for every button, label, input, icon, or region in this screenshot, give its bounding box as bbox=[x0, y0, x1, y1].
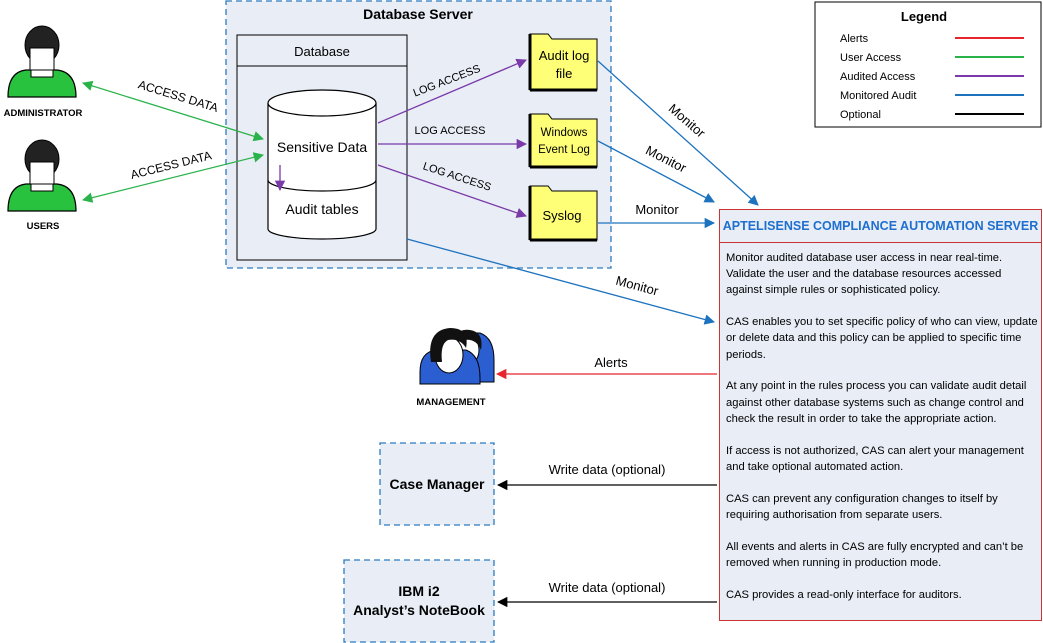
write-label-2: Write data (optional) bbox=[549, 580, 666, 595]
sensitive-data-label: Sensitive Data bbox=[277, 139, 367, 155]
cas-paragraph: CAS can prevent any configuration change… bbox=[726, 492, 998, 521]
cas-description: Monitor audited database user access in … bbox=[726, 250, 1038, 618]
legend-item-label: User Access bbox=[840, 52, 902, 64]
audit-tables-label: Audit tables bbox=[285, 201, 358, 217]
cas-paragraph: All events and alerts in CAS are fully e… bbox=[726, 540, 1024, 569]
users-access-arrow bbox=[81, 152, 265, 203]
database-title: Database bbox=[294, 44, 350, 59]
ibm-label-1: IBM i2 bbox=[398, 583, 439, 599]
windows-event-log-icon bbox=[528, 113, 598, 169]
legend-box bbox=[814, 1, 1042, 128]
ibm-label-2: Analyst’s NoteBook bbox=[353, 602, 485, 618]
syslog-icon bbox=[528, 185, 598, 242]
users-access-label: ACCESS DATA bbox=[129, 148, 213, 182]
cas-paragraph: Monitor audited database user access in … bbox=[726, 252, 1003, 297]
monitor-label-4: Monitor bbox=[614, 273, 660, 299]
management-people-icon bbox=[419, 328, 495, 385]
audit-log-file-icon bbox=[528, 33, 598, 92]
legend-item-label: Monitored Audit bbox=[840, 90, 916, 102]
case-manager-label: Case Manager bbox=[390, 476, 485, 492]
ibm-analyst-notebook-box bbox=[343, 559, 495, 643]
administrator-label: ADMINISTRATOR bbox=[4, 108, 83, 119]
legend-item-label: Alerts bbox=[840, 33, 869, 45]
database-server-title: Database Server bbox=[363, 6, 473, 22]
legend-item-label: Optional bbox=[840, 109, 881, 121]
legend-item-label: Audited Access bbox=[840, 71, 916, 83]
log-access-arrow-audit bbox=[377, 58, 527, 124]
syslog-label: Syslog bbox=[542, 208, 581, 223]
case-manager-box bbox=[379, 442, 495, 526]
monitor-arrow-windows bbox=[597, 140, 715, 203]
admin-access-label: ACCESS DATA bbox=[136, 77, 219, 115]
monitor-label-2: Monitor bbox=[643, 142, 689, 175]
admin-access-arrow bbox=[82, 80, 264, 142]
log-access-arrow-syslog bbox=[377, 164, 527, 218]
legend-title: Legend bbox=[901, 9, 947, 24]
database-cylinder-icon bbox=[267, 89, 377, 240]
monitor-label-1: Monitor bbox=[666, 101, 709, 141]
audit-log-label-1: Audit log bbox=[539, 48, 590, 63]
monitor-label-3: Monitor bbox=[635, 202, 679, 217]
administrator-person-icon bbox=[7, 25, 77, 98]
cas-paragraph: CAS provides a read-only interface for a… bbox=[726, 588, 962, 601]
cas-server-box: APTELISENSE COMPLIANCE AUTOMATION SERVER… bbox=[719, 209, 1042, 621]
write-label-1: Write data (optional) bbox=[549, 462, 666, 477]
cas-paragraph: If access is not authorized, CAS can ale… bbox=[726, 444, 1024, 473]
users-person-icon bbox=[7, 139, 77, 212]
cas-server-title: APTELISENSE COMPLIANCE AUTOMATION SERVER bbox=[720, 210, 1041, 243]
windows-log-label-1: Windows bbox=[541, 127, 588, 139]
windows-log-label-2: Event Log bbox=[538, 144, 590, 156]
log-access-label-2: LOG ACCESS bbox=[415, 125, 486, 137]
monitor-arrow-audit-log bbox=[597, 60, 759, 206]
management-label: MANAGEMENT bbox=[416, 397, 485, 408]
cas-paragraph: At any point in the rules process you ca… bbox=[726, 380, 1027, 425]
monitor-arrow-audit-tables bbox=[406, 238, 716, 325]
alerts-label: Alerts bbox=[594, 355, 628, 370]
users-label: USERS bbox=[27, 221, 60, 232]
audit-log-label-2: file bbox=[556, 66, 573, 81]
cas-paragraph: CAS enables you to set specific policy o… bbox=[726, 316, 1038, 361]
